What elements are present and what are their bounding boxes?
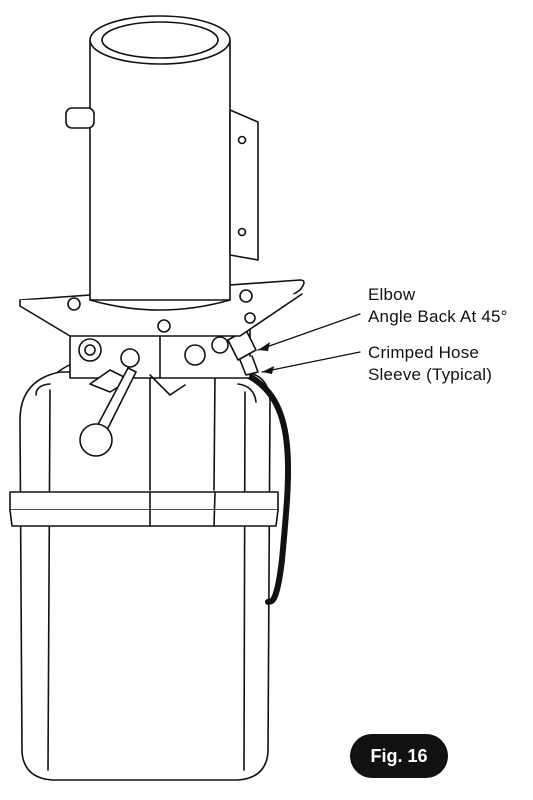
mounting-plate <box>19 279 305 337</box>
mount-bracket <box>229 109 259 261</box>
release-lever <box>79 367 137 457</box>
crimped-hose <box>237 369 292 605</box>
tank-band <box>9 491 279 527</box>
elbow-callout-line1: Elbow <box>368 285 416 304</box>
arrowheads <box>258 342 274 374</box>
reservoir-tank <box>19 351 271 781</box>
leader-lines <box>257 313 361 373</box>
elbow-fitting <box>227 329 259 376</box>
elbow-callout-line2: Angle Back At 45° <box>368 307 508 326</box>
hose-callout-line2: Sleeve (Typical) <box>368 365 493 384</box>
electric-motor <box>65 15 231 311</box>
hose-callout-line1: Crimped Hose <box>368 343 480 362</box>
manifold-block <box>69 329 251 396</box>
figure-badge: Fig. 16 <box>350 734 448 778</box>
